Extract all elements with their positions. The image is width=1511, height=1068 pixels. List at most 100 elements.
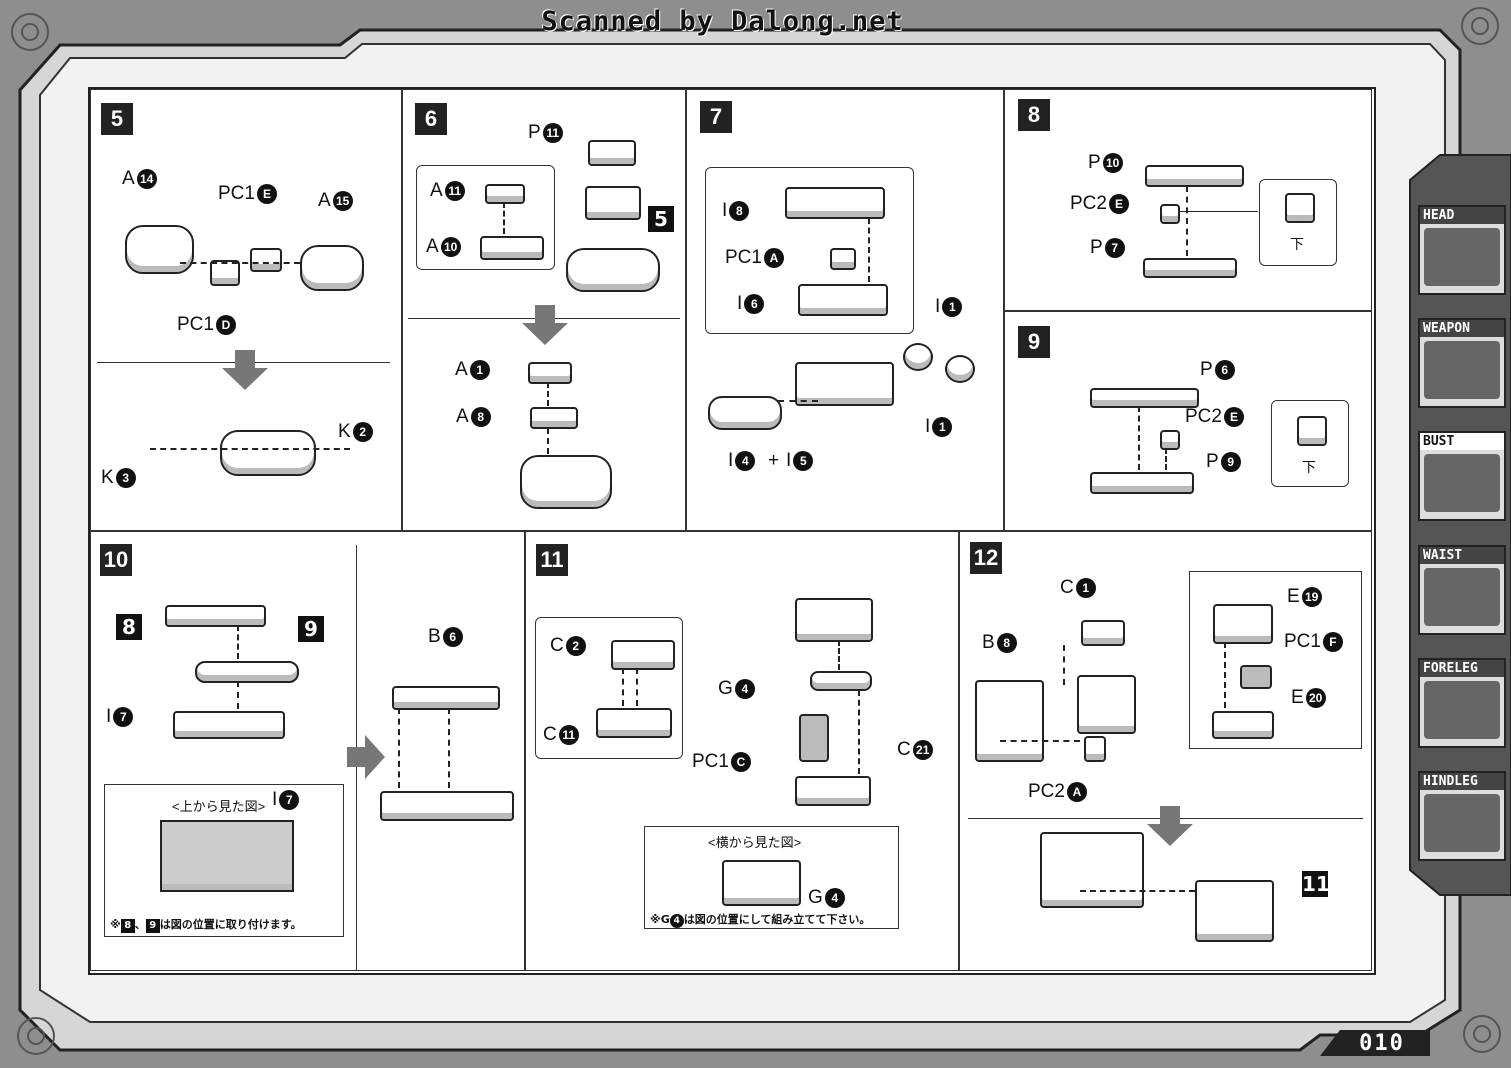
down-arrow-icon [522, 305, 568, 345]
step-7-panel [686, 89, 1004, 531]
part-drawing [520, 455, 612, 509]
step-10-panel [90, 531, 525, 971]
part-drawing [795, 362, 894, 406]
page-number: 010 [1359, 1031, 1405, 1056]
step-number: 7 [700, 101, 732, 133]
step-9-panel [1004, 311, 1372, 531]
part-drawing [945, 355, 975, 383]
part-drawing [300, 245, 364, 291]
part-drawing [380, 791, 514, 821]
part-drawing [1160, 204, 1180, 224]
part-drawing [480, 236, 544, 260]
part-drawing [250, 248, 282, 272]
tab-label: HINDLEG [1420, 773, 1504, 790]
part-drawing [1213, 604, 1273, 644]
plus-sign: + [768, 450, 780, 471]
tab-label: FORELEG [1420, 660, 1504, 677]
reference-badge: 8 [116, 614, 142, 640]
part-drawing [830, 248, 856, 270]
tab-label: HEAD [1420, 207, 1504, 224]
step-6-panel [402, 89, 686, 531]
right-arrow-icon [347, 735, 385, 779]
part-drawing [210, 260, 240, 286]
step-8-panel [1004, 89, 1372, 311]
pc-part-icon [1285, 193, 1315, 223]
watermark: Scanned by Dalong.net [541, 6, 904, 37]
part-drawing [611, 640, 675, 670]
part-drawing [1090, 472, 1194, 494]
step-number: 8 [1018, 99, 1050, 131]
tab-foreleg[interactable]: FORELEG [1418, 658, 1506, 748]
foreleg-thumbnail-icon [1424, 681, 1500, 739]
pc-part-icon [1297, 416, 1327, 446]
part-drawing [1212, 711, 1274, 739]
step-11-panel [525, 531, 959, 971]
step-number: 10 [100, 544, 132, 576]
part-drawing [1040, 832, 1144, 908]
part-drawing [1160, 430, 1180, 450]
part-drawing [810, 671, 872, 691]
tab-bust[interactable]: BUST [1418, 431, 1506, 521]
part-drawing [220, 430, 316, 476]
step-number: 11 [536, 544, 568, 576]
tab-label: WEAPON [1420, 320, 1504, 337]
tab-hindleg[interactable]: HINDLEG [1418, 771, 1506, 861]
part-drawing [566, 248, 660, 292]
view-title: <上から見た図> [172, 799, 266, 814]
step-number: 9 [1018, 326, 1050, 358]
part-drawing [485, 184, 525, 204]
step-5-panel [90, 89, 402, 531]
step-12-panel [959, 531, 1372, 971]
tab-head[interactable]: HEAD [1418, 205, 1506, 295]
down-arrow-icon [1147, 806, 1193, 846]
bust-thumbnail-icon [1424, 454, 1500, 512]
part-drawing [1195, 880, 1274, 942]
part-drawing [165, 605, 266, 627]
weapon-thumbnail-icon [1424, 341, 1500, 399]
tab-weapon[interactable]: WEAPON [1418, 318, 1506, 408]
hindleg-thumbnail-icon [1424, 794, 1500, 852]
view-title: <横から見た図> [708, 835, 802, 850]
part-drawing [1081, 620, 1125, 646]
reference-badge: 5 [648, 206, 674, 232]
part-drawing [530, 407, 578, 429]
tab-waist[interactable]: WAIST [1418, 545, 1506, 635]
orientation-mark: 下 [1290, 236, 1304, 252]
waist-thumbnail-icon [1424, 568, 1500, 626]
part-drawing [1077, 675, 1136, 734]
part-drawing [795, 776, 871, 806]
part-drawing [1084, 736, 1106, 762]
orientation-mark: 下 [1302, 459, 1316, 475]
part-drawing [722, 860, 801, 906]
step-number: 5 [101, 103, 133, 135]
down-arrow-icon [222, 350, 268, 390]
